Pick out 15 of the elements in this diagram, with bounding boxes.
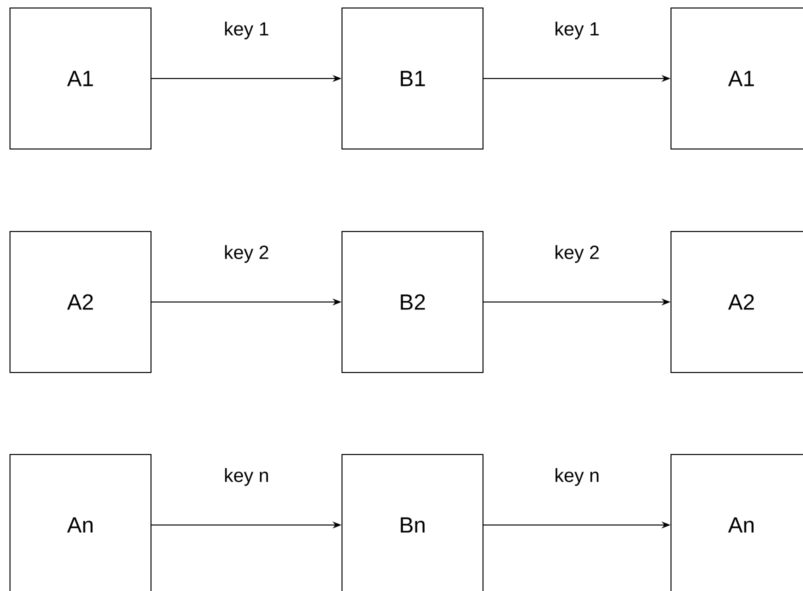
process-box: B2 (342, 231, 484, 373)
edge-label: key 1 (225, 22, 268, 40)
process-box: B1 (342, 8, 484, 150)
edge-label: key 1 (556, 22, 599, 40)
process-box: A1 (10, 8, 152, 150)
process-box: A2 (670, 231, 803, 373)
process-box: A1 (670, 8, 803, 150)
edge-label: key n (556, 468, 598, 486)
edge-label: key n (225, 468, 268, 486)
edge-label: key 2 (556, 245, 599, 263)
process-box: A2 (10, 231, 152, 373)
process-box: An (10, 454, 152, 591)
edge-label: key 2 (225, 245, 268, 263)
process-box: Bn (342, 454, 484, 591)
process-box: An (670, 454, 803, 591)
